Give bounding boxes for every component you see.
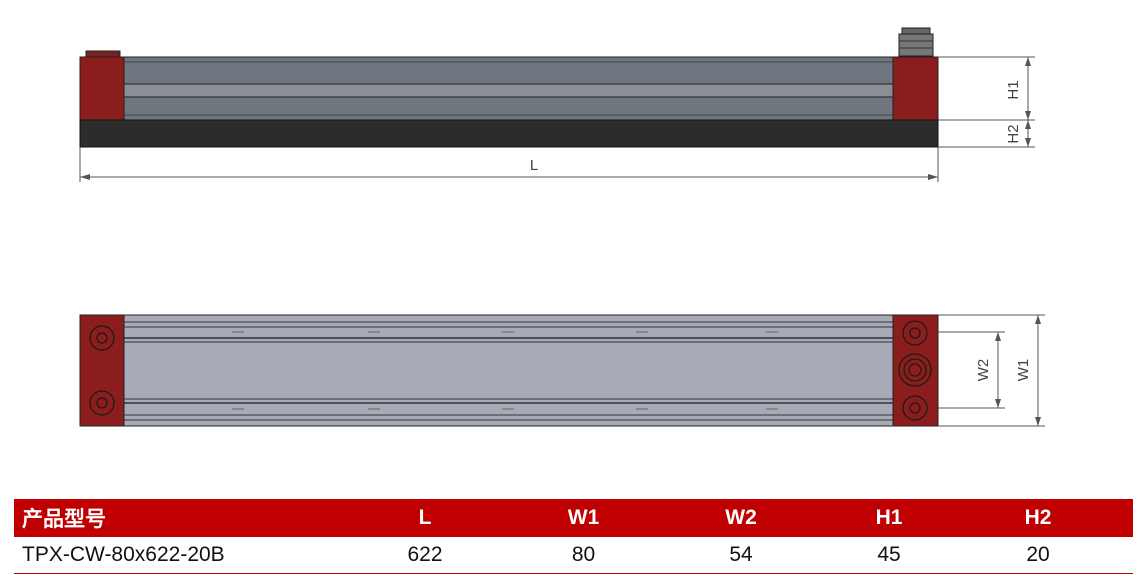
header-l: L [330,499,520,537]
right-bolt-lower [902,395,928,421]
cell-h2: 20 [943,537,1133,574]
side-base-plate [79,119,939,148]
table-header-row: 产品型号 L W1 W2 H1 H2 [14,499,1133,537]
right-fitting-cap [901,27,931,35]
w1-dimension-label: W1 [1015,359,1032,382]
header-model: 产品型号 [14,499,330,537]
right-bolt-upper [902,320,928,346]
right-fitting-body [898,33,934,57]
cell-h1: 45 [835,537,943,574]
left-bolt-upper [89,325,115,351]
header-h1: H1 [835,499,943,537]
spec-table: 产品型号 L W1 W2 H1 H2 TPX-CW-80x622-20B 622… [14,499,1133,574]
cell-model: TPX-CW-80x622-20B [14,537,330,574]
left-bolt-lower [89,390,115,416]
cell-l: 622 [330,537,520,574]
header-h2: H2 [943,499,1133,537]
top-view: W2 W1 [79,314,1045,427]
cell-w2: 54 [647,537,835,574]
top-rail [123,314,894,427]
cell-w1: 80 [520,537,647,574]
header-w2: W2 [647,499,835,537]
l-dimension-label: L [530,157,538,174]
technical-drawing: H1 H2 L [79,27,1045,427]
header-w1: W1 [520,499,647,537]
table-row: TPX-CW-80x622-20B 622 80 54 45 20 [14,537,1133,574]
side-left-end-block [79,56,125,121]
left-fitting [85,50,121,58]
side-view: H1 H2 L [79,27,1035,182]
h1-dimension-label: H1 [1005,80,1022,99]
w2-dimension-label: W2 [975,359,992,382]
top-left-end-block [79,314,125,427]
side-right-end-block [892,56,939,121]
right-port-center [898,353,932,387]
h2-dimension-label: H2 [1005,124,1022,143]
